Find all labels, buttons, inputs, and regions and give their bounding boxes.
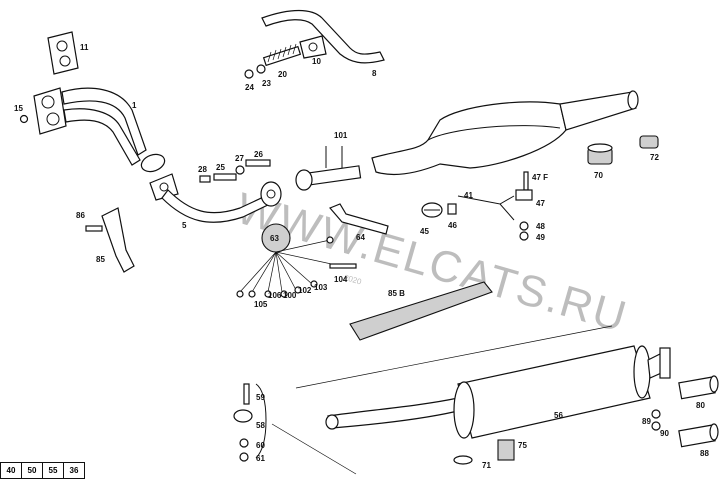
label-10: 10 [312, 57, 321, 66]
label-85b: 85 B [388, 289, 405, 298]
label-56: 56 [554, 411, 563, 420]
label-28: 28 [198, 165, 207, 174]
page-tab-36[interactable]: 36 [64, 463, 85, 479]
lower-mounts-part [453, 409, 661, 465]
label-45: 45 [420, 227, 429, 236]
label-104: 104 [334, 275, 348, 284]
label-5: 5 [182, 221, 187, 230]
spring-bolt-part [262, 43, 302, 67]
label-88: 88 [700, 449, 709, 458]
label-27: 27 [235, 154, 244, 163]
label-105: 105 [254, 300, 268, 309]
page-tabs: 40 50 55 36 [0, 462, 85, 479]
label-25: 25 [216, 163, 225, 172]
intermediate-pipe-part [149, 173, 282, 223]
label-59: 59 [256, 393, 265, 402]
label-70: 70 [594, 171, 603, 180]
label-90: 90 [660, 429, 669, 438]
bolt-kit-part [199, 159, 271, 183]
label-47: 47 [536, 199, 545, 208]
rear-exhaust-part [325, 345, 671, 439]
label-101: 101 [334, 131, 348, 140]
label-86: 86 [76, 211, 85, 220]
label-71: 71 [482, 461, 491, 470]
label-48: 48 [536, 222, 545, 231]
label-26: 26 [254, 150, 263, 159]
hanger-bracket-part [328, 203, 389, 235]
label-63: 63 [270, 234, 279, 243]
label-41: 41 [464, 191, 473, 200]
label-89: 89 [642, 417, 651, 426]
clamp-part [299, 35, 327, 59]
group-bracket [457, 195, 515, 221]
label-11: 11 [80, 43, 89, 52]
hardware-kit-part [236, 223, 357, 298]
label-80: 80 [696, 401, 705, 410]
page-tab-40[interactable]: 40 [0, 463, 22, 479]
callout-labels: 1 5 8 10 11 15 20 23 24 25 26 27 28 41 4… [14, 43, 709, 470]
page-tab-50[interactable]: 50 [22, 463, 43, 479]
label-61: 61 [256, 454, 265, 463]
clamp-set-part [421, 171, 533, 241]
label-49: 49 [536, 233, 545, 242]
label-103: 103 [314, 283, 328, 292]
washer-part [256, 64, 266, 74]
lower-clamp-kit-part [233, 383, 267, 462]
label-23: 23 [262, 79, 271, 88]
label-24: 24 [245, 83, 254, 92]
rubber-mount-part [587, 143, 613, 165]
label-20: 20 [278, 70, 287, 79]
tail-pipe-part [261, 9, 385, 64]
nut-part [244, 69, 254, 79]
page-tab-55[interactable]: 55 [43, 463, 64, 479]
label-72: 72 [650, 153, 659, 162]
heat-shield-part [349, 281, 493, 341]
front-exhaust-pipe-part [33, 87, 166, 173]
hanger-pin-part [295, 146, 362, 191]
rubber-mount-part [639, 135, 659, 149]
label-85: 85 [96, 255, 105, 264]
label-102: 102 [298, 286, 312, 295]
label-46: 46 [448, 221, 457, 230]
label-64: 64 [356, 233, 365, 242]
gasket-part [47, 31, 79, 75]
tail-pipe-end-part [678, 375, 719, 448]
label-75: 75 [518, 441, 527, 450]
label-1: 1 [132, 101, 137, 110]
nut-part [19, 114, 29, 124]
label-58: 58 [256, 421, 265, 430]
mounting-bracket-part [101, 207, 135, 273]
lower-frame [271, 325, 613, 475]
label-60: 60 [256, 441, 265, 450]
label-8: 8 [372, 69, 377, 78]
label-106: 106 [268, 291, 282, 300]
label-15: 15 [14, 104, 23, 113]
label-100: 100 [283, 291, 297, 300]
label-47f: 47 F [532, 173, 548, 182]
front-muffler-part [371, 90, 639, 175]
bolt-part [85, 225, 103, 232]
